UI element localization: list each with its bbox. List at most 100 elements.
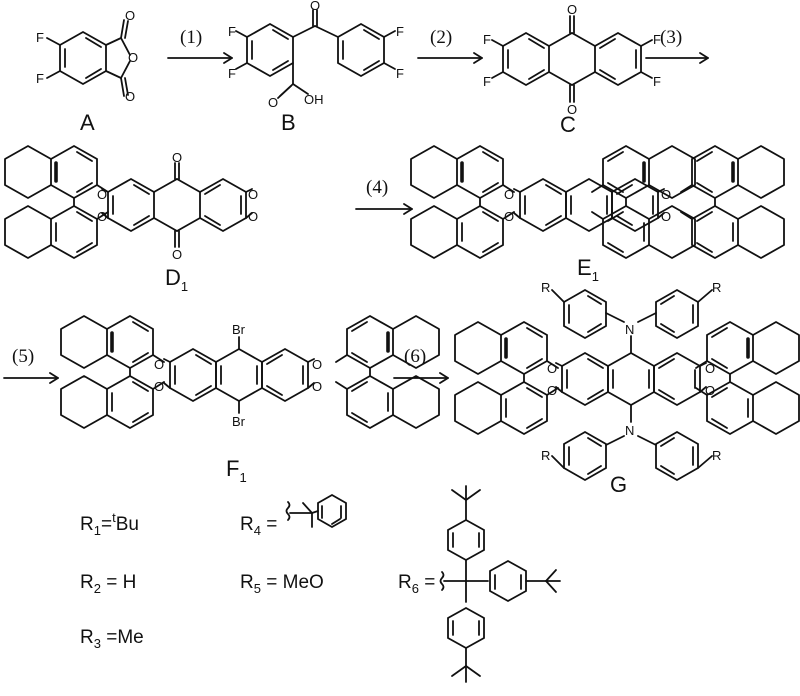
- arrow-head: [473, 52, 483, 64]
- atom-o: O: [172, 150, 182, 165]
- compound-label-b: B: [281, 110, 296, 135]
- atom-o: O: [661, 187, 671, 202]
- step-label: (5): [12, 346, 34, 367]
- atom-f: F: [396, 24, 404, 39]
- atom-f: F: [228, 66, 236, 81]
- step-label: (2): [430, 27, 452, 48]
- r-equals: =: [101, 627, 117, 648]
- r-label: R: [240, 572, 254, 593]
- atom-o: O: [154, 357, 164, 372]
- r-value: Bu: [116, 514, 139, 535]
- substituent-r3: R3 =Me: [80, 627, 144, 651]
- atom-o: O: [154, 379, 164, 394]
- compound-b-structure: [235, 9, 396, 99]
- atom-f: F: [653, 32, 661, 47]
- r-subscript: 1: [94, 523, 101, 538]
- compound-label-letter: D: [165, 265, 181, 290]
- atom-o: O: [248, 209, 258, 224]
- compound-label-c: C: [560, 112, 576, 137]
- compound-label-a: A: [80, 110, 95, 135]
- atom-oh: OH: [304, 92, 324, 107]
- compound-label-subscript: 1: [592, 269, 599, 284]
- atom-o: O: [567, 2, 577, 17]
- atom-o: O: [125, 89, 135, 104]
- substituent-r1: R1=tBu: [80, 510, 139, 538]
- atom-o: O: [705, 361, 715, 376]
- compound-g-structure: [453, 288, 800, 482]
- r-label: R: [80, 572, 94, 593]
- atom-o: O: [268, 95, 278, 110]
- r-equals: =: [419, 572, 435, 593]
- atom-o: O: [128, 50, 138, 65]
- atom-r: R: [541, 448, 550, 463]
- compound-label-letter: F: [226, 456, 239, 481]
- atom-f: F: [483, 32, 491, 47]
- atom-f: F: [483, 74, 491, 89]
- atom-o: O: [504, 209, 514, 224]
- atom-o: O: [310, 0, 320, 13]
- r4-cumyl-structure: [285, 493, 347, 529]
- atom-o: O: [661, 209, 671, 224]
- atom-o: O: [125, 8, 135, 23]
- step-label: (6): [404, 346, 426, 367]
- r-equals: =: [101, 572, 123, 593]
- atom-o: O: [504, 187, 514, 202]
- substituent-r4: R4 =: [240, 514, 277, 538]
- atom-o: O: [705, 383, 715, 398]
- arrow-head: [403, 203, 413, 215]
- atom-f: F: [228, 24, 236, 39]
- atom-f: F: [396, 66, 404, 81]
- atom-o: O: [97, 209, 107, 224]
- r-subscript: 2: [94, 581, 101, 596]
- atom-o: O: [567, 102, 577, 117]
- atom-r: R: [712, 280, 721, 295]
- atom-f: F: [653, 74, 661, 89]
- atom-r: R: [541, 280, 550, 295]
- r-value: MeO: [283, 572, 324, 593]
- r-superscript: t: [112, 510, 116, 525]
- r-equals: =: [261, 572, 283, 593]
- r-label: R: [80, 627, 94, 648]
- r-label: R: [240, 514, 254, 535]
- atom-o: O: [172, 247, 182, 262]
- compound-f1-structure: [59, 314, 441, 430]
- step-label: (3): [660, 27, 682, 48]
- compound-d1-structure: [3, 144, 697, 260]
- compound-label-e1: E1: [577, 255, 599, 284]
- r-equals: =: [101, 514, 112, 535]
- atom-o: O: [312, 379, 322, 394]
- substituent-r5: R5 = MeO: [240, 572, 324, 596]
- r-value: Me: [117, 627, 143, 648]
- compound-e1-structure: [409, 144, 786, 260]
- r-subscript: 6: [412, 581, 419, 596]
- atom-f: F: [36, 71, 44, 86]
- atom-br: Br: [232, 322, 246, 337]
- atom-o: O: [97, 187, 107, 202]
- atom-o: O: [547, 361, 557, 376]
- r-label: R: [80, 514, 94, 535]
- arrow-head: [439, 372, 449, 384]
- r-equals: =: [261, 514, 277, 535]
- atom-o: O: [547, 383, 557, 398]
- atom-o: O: [312, 357, 322, 372]
- atom-n: N: [625, 322, 634, 337]
- arrow-head: [49, 372, 59, 384]
- compound-a-structure: [46, 19, 131, 97]
- atom-n: N: [625, 423, 634, 438]
- r-subscript: 3: [94, 636, 101, 651]
- r-label: R: [398, 572, 412, 593]
- arrow-head: [223, 52, 233, 64]
- r-subscript: 5: [254, 581, 261, 596]
- substituent-r6: R6 =: [398, 572, 435, 596]
- compound-label-letter: E: [577, 255, 592, 280]
- atom-f: F: [36, 30, 44, 45]
- r-value: H: [123, 572, 137, 593]
- r-subscript: 4: [254, 523, 261, 538]
- compound-c-structure: [491, 15, 653, 103]
- compound-label-g: G: [610, 472, 627, 497]
- compound-label-subscript: 1: [239, 470, 246, 485]
- arrow-head: [699, 52, 709, 64]
- atom-o: O: [248, 187, 258, 202]
- step-label: (4): [366, 177, 388, 198]
